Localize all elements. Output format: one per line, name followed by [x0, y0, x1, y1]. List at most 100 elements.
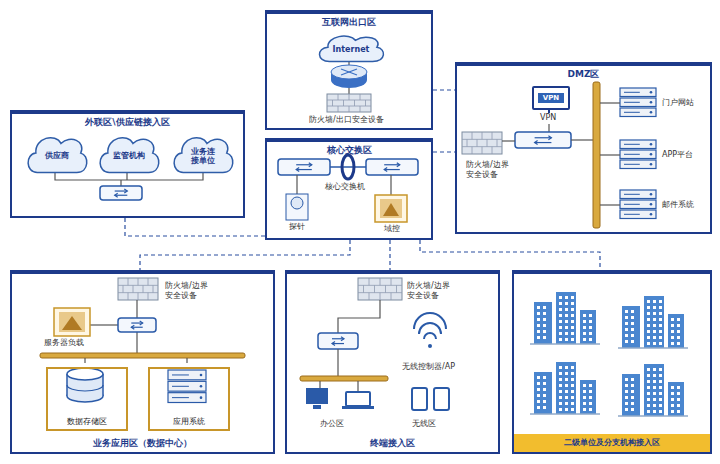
wire [341, 69, 357, 75]
building-window [671, 404, 674, 407]
building-window [659, 374, 662, 377]
building-window [671, 392, 674, 395]
wire [120, 180, 121, 186]
wire [296, 164, 312, 165]
router-top [331, 65, 367, 79]
building-window [571, 366, 574, 369]
building-window [647, 392, 650, 395]
wire [349, 106, 350, 112]
wire [384, 164, 400, 165]
building-window [671, 386, 674, 389]
laptop-base [342, 406, 374, 409]
server-icon [620, 210, 656, 219]
building-window [583, 396, 586, 399]
wire [337, 349, 338, 376]
building-window [625, 378, 628, 381]
dashed-link [389, 240, 390, 270]
device-label: 防火墙/边界安全设备 [165, 281, 215, 300]
building-window [571, 296, 574, 299]
device-label: 探针 [289, 222, 305, 232]
building-window [543, 382, 546, 385]
building-window [571, 390, 574, 393]
node-text: 互联网出口区 [267, 16, 431, 29]
building-window [653, 374, 656, 377]
probe-icon [286, 194, 308, 220]
server-led [650, 101, 653, 104]
wire [148, 293, 149, 300]
building-window [653, 386, 656, 389]
building-window [647, 342, 650, 345]
server-led [650, 111, 653, 114]
wire [319, 381, 320, 388]
wifi-arc [419, 323, 441, 334]
building-window [537, 324, 540, 327]
building-icon [644, 296, 664, 348]
wire [327, 100, 371, 101]
wire [172, 374, 189, 375]
building-window [559, 384, 562, 387]
server-icon [168, 381, 206, 391]
building-window [583, 384, 586, 387]
wire [172, 386, 189, 387]
wire [624, 204, 640, 205]
node-text: 业务应用区（数据中心） [12, 438, 273, 450]
wire [115, 195, 128, 196]
wire [296, 168, 299, 172]
tablet-icon [434, 388, 449, 410]
node-text: 数据存储区 [67, 416, 107, 427]
wire [330, 166, 366, 168]
node-text: 核心交换区 [267, 144, 431, 157]
firewall-icon [327, 94, 371, 112]
server-icon [620, 150, 656, 159]
building-window [647, 312, 650, 315]
building-window [571, 396, 574, 399]
server-icon [168, 393, 206, 403]
server-led [200, 396, 203, 399]
building-window [559, 408, 562, 411]
building-window [571, 332, 574, 335]
server-icon [620, 140, 656, 149]
building-window [647, 404, 650, 407]
wire [341, 337, 344, 341]
building-window [543, 388, 546, 391]
wifi-arc [424, 333, 436, 339]
wifi-dot [428, 344, 432, 348]
device-label: 门户网站 [662, 98, 694, 108]
building-window [565, 402, 568, 405]
building-window [583, 338, 586, 341]
device-label: 核心交换机 [325, 182, 365, 192]
wire [332, 343, 344, 344]
building-window [647, 318, 650, 321]
building-window [659, 336, 662, 339]
wire [296, 169, 312, 170]
building-window [653, 342, 656, 345]
wire [624, 144, 640, 145]
building-window [571, 314, 574, 317]
frame-figure [383, 203, 399, 216]
server-icon [620, 88, 656, 97]
device-label: 服务器负载 [44, 338, 84, 348]
wire [369, 293, 370, 300]
building-window [559, 308, 562, 311]
building-window [537, 394, 540, 397]
wire [624, 194, 640, 195]
building-icon [644, 364, 664, 416]
building-window [537, 376, 540, 379]
building-window [625, 328, 628, 331]
zone-panel: 二级单位及分支机构接入区 [512, 270, 712, 454]
wire [600, 102, 620, 103]
wire [338, 106, 339, 112]
wire [131, 325, 134, 329]
server-led [200, 374, 203, 377]
server-icon [620, 108, 656, 117]
building-window [625, 384, 628, 387]
wire [472, 147, 473, 154]
partner-cloud: 业务连接单位 [170, 132, 236, 176]
building-window [653, 330, 656, 333]
wire [492, 147, 493, 154]
building-window [631, 408, 634, 411]
wire [309, 163, 312, 167]
building-window [559, 390, 562, 393]
device-label: APP平台 [662, 150, 693, 160]
